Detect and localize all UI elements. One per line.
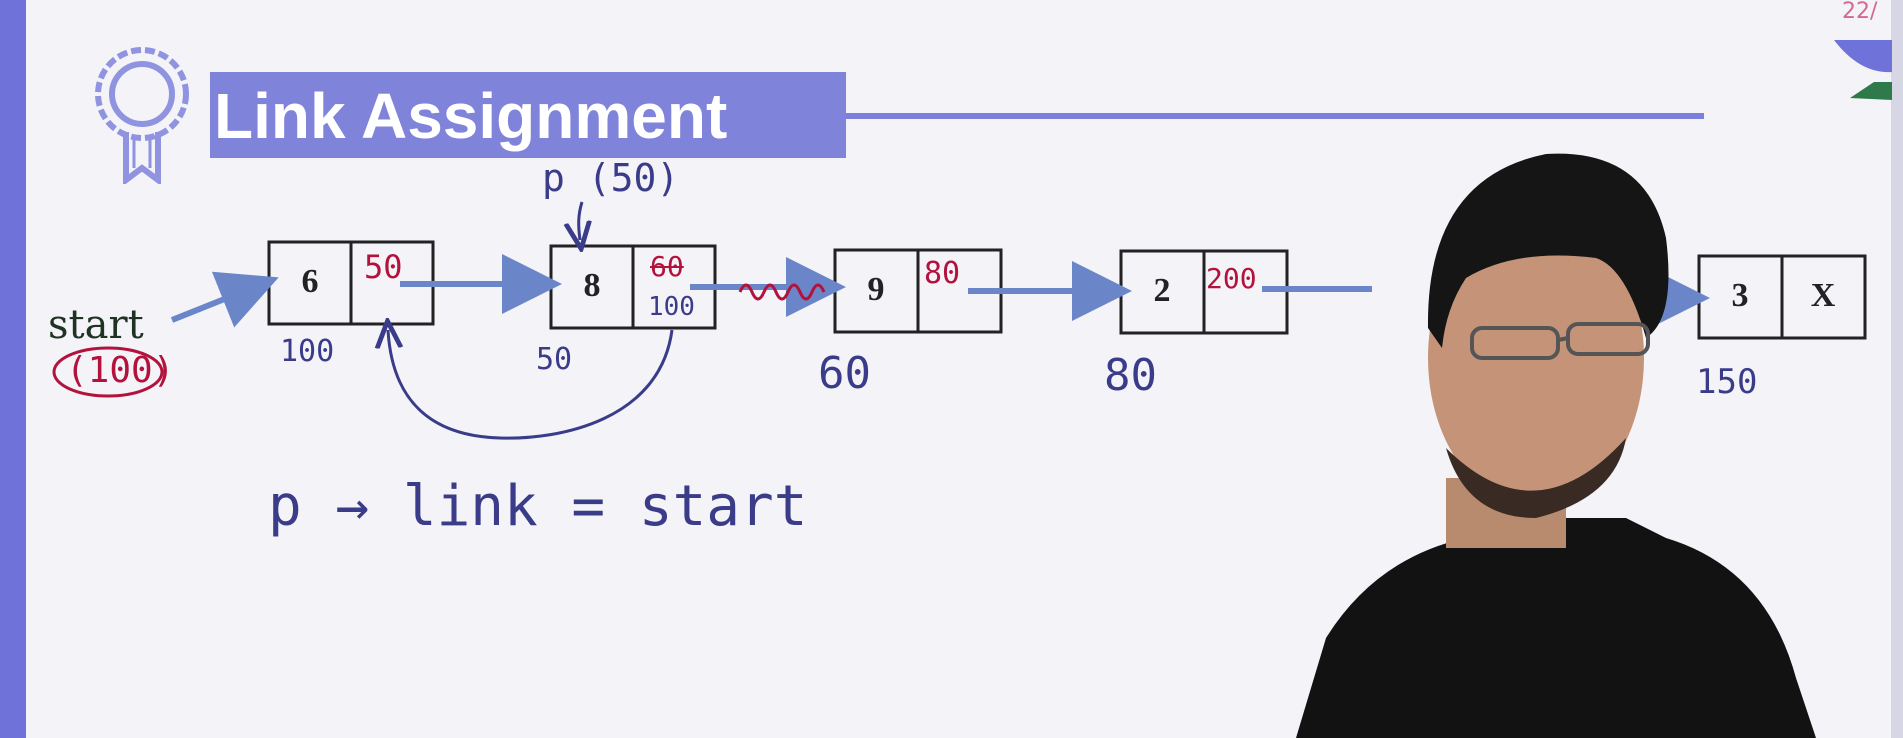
node-5-address: 150 — [1696, 362, 1758, 402]
node-2-address: 50 — [536, 342, 573, 377]
page-title: Link Assignment — [214, 80, 728, 152]
start-address-circle — [52, 346, 164, 398]
pointer-annotation: p (50) — [542, 156, 680, 200]
node-2-value: 8 — [583, 267, 601, 304]
start-arrow — [170, 271, 279, 328]
new-link-curve — [388, 330, 674, 440]
presenter-figure — [1296, 153, 1816, 738]
node-1-link: 50 — [364, 248, 403, 286]
right-edge-bar — [1891, 0, 1903, 738]
node-1-value: 6 — [301, 263, 319, 300]
node-3-value: 9 — [867, 271, 885, 308]
node-3-address: 60 — [818, 348, 871, 399]
start-label: start — [48, 302, 144, 348]
crossed-out-link-scribble — [738, 283, 826, 301]
node-2-link-new: 100 — [648, 292, 695, 322]
node-3-link: 80 — [924, 256, 961, 291]
node-2-link-old: 60 — [650, 250, 684, 283]
assignment-statement: p → link = start — [268, 474, 808, 539]
node-4-link: 200 — [1206, 262, 1257, 295]
title-banner — [210, 72, 846, 158]
svg-text:22/: 22/ — [1842, 0, 1878, 24]
node-1-address: 100 — [280, 334, 335, 369]
node-4-address: 80 — [1104, 350, 1157, 401]
award-badge-icon — [95, 47, 189, 184]
node-5-value: 3 — [1731, 277, 1749, 314]
start-address: (100) — [66, 350, 175, 391]
pointer-arrow — [579, 201, 582, 240]
title-underline — [846, 113, 1704, 119]
corner-decoration-icon: 22/ — [1834, 0, 1892, 100]
node-5-link: X — [1810, 277, 1836, 314]
node-4-value: 2 — [1153, 272, 1171, 309]
left-accent-bar — [0, 0, 26, 738]
